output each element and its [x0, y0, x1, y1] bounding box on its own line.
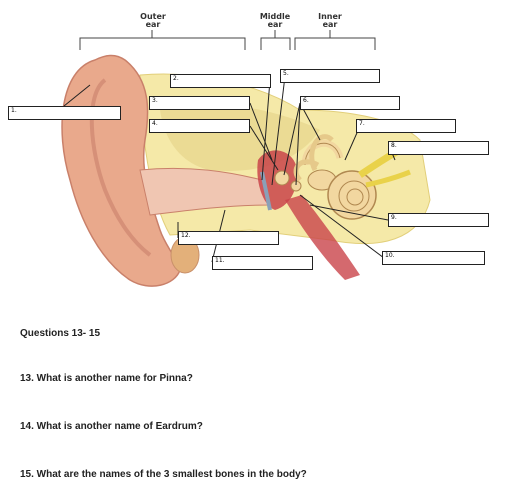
label-box-5[interactable]: 5.: [280, 69, 380, 83]
label-box-1[interactable]: 1.: [8, 106, 121, 120]
section-title: Questions 13- 15: [20, 328, 101, 339]
label-box-3[interactable]: 3.: [149, 96, 250, 110]
label-box-4[interactable]: 4.: [149, 119, 250, 133]
question-15: 15. What are the names of the 3 smallest…: [20, 469, 307, 480]
question-13: 13. What is another name for Pinna?: [20, 373, 193, 384]
label-box-2[interactable]: 2.: [170, 74, 271, 88]
question-14: 14. What is another name of Eardrum?: [20, 421, 203, 432]
ear-anatomy-illustration: [61, 30, 431, 287]
label-box-6[interactable]: 6.: [300, 96, 400, 110]
label-box-12[interactable]: 12.: [178, 231, 279, 245]
label-box-10[interactable]: 10.: [382, 251, 485, 265]
label-box-8[interactable]: 8.: [388, 141, 489, 155]
label-box-7[interactable]: 7.: [356, 119, 456, 133]
label-box-11[interactable]: 11.: [212, 256, 313, 270]
label-box-9[interactable]: 9.: [388, 213, 489, 227]
